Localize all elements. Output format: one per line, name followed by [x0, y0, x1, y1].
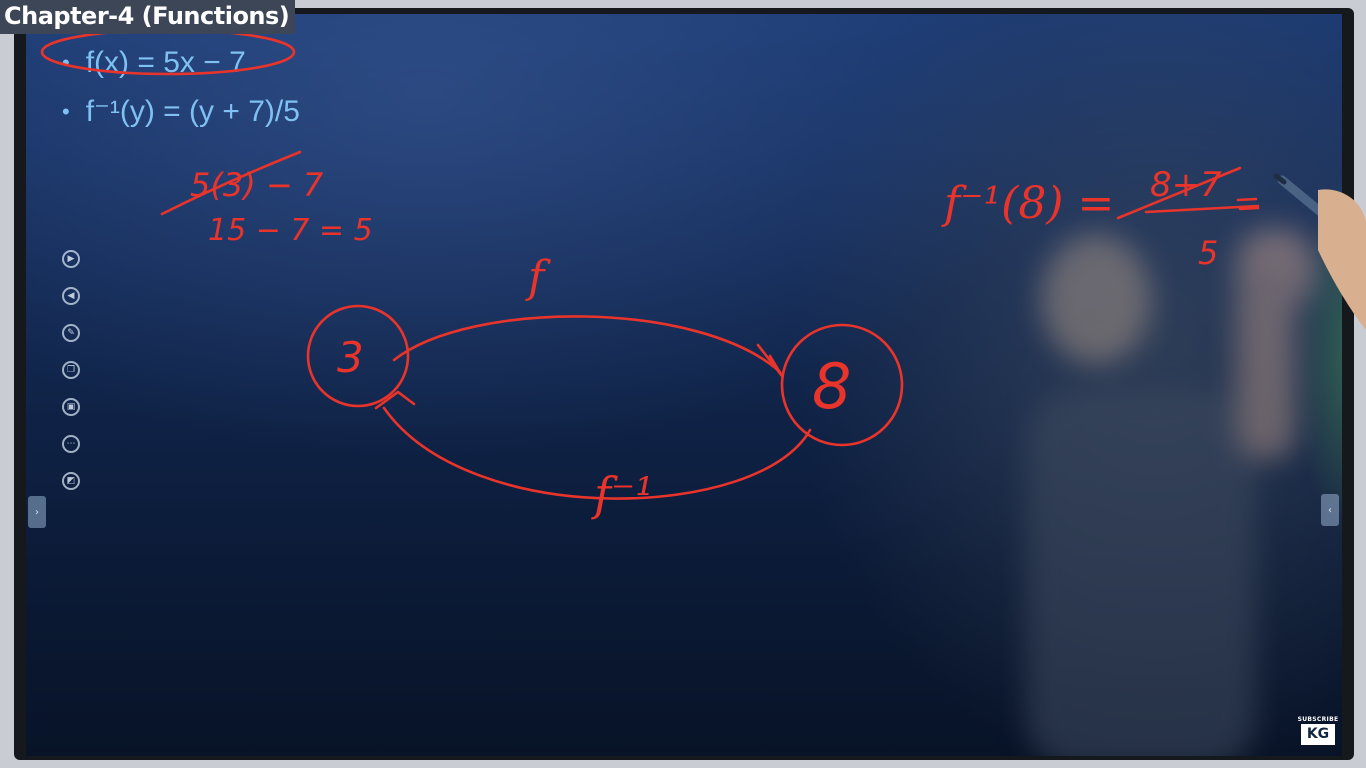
shapes-icon[interactable]: ◩: [62, 472, 80, 490]
fraction-denominator: 5: [1198, 234, 1218, 272]
play-back-icon[interactable]: ◀: [62, 287, 80, 305]
inverse-arc: [382, 406, 812, 500]
inverse-arrowhead: [374, 390, 416, 410]
smart-board-screen: • f(x) = 5x − 7 • f⁻¹(y) = (y + 7)/5 ▶ ◀…: [26, 14, 1342, 756]
channel-logo[interactable]: SUBSCRIBE KG: [1294, 716, 1342, 748]
annotation-toolbar: ▶ ◀ ✎ ❐ ▣ ⋯ ◩: [62, 250, 84, 490]
pen-icon[interactable]: ✎: [62, 324, 80, 342]
domain-value: 3: [337, 333, 364, 382]
inverse-definition: • f⁻¹(y) = (y + 7)/5: [62, 94, 300, 129]
image-icon[interactable]: ▣: [62, 398, 80, 416]
right-panel-toggle[interactable]: ‹: [1321, 494, 1339, 526]
equals-marks: [1236, 197, 1260, 211]
bullet: •: [62, 98, 70, 124]
domain-circle: [306, 304, 410, 408]
codomain-value: 8: [812, 350, 851, 423]
subscribe-label: SUBSCRIBE: [1297, 716, 1339, 723]
inverse-eval: f⁻¹(8) =: [941, 178, 1114, 229]
kg-logo: KG: [1300, 724, 1336, 745]
chapter-title: Chapter-4 (Functions): [0, 0, 296, 34]
teacher-reflection: [1026, 229, 1316, 756]
fraction-bar: [1144, 204, 1260, 214]
codomain-circle: [780, 323, 904, 447]
more-icon[interactable]: ⋯: [62, 435, 80, 453]
numerator-strike: [1116, 166, 1242, 220]
fraction-numerator: 8+7: [1150, 165, 1222, 205]
play-forward-icon[interactable]: ▶: [62, 250, 80, 268]
copy-icon[interactable]: ❐: [62, 361, 80, 379]
inverse-label: f⁻¹: [591, 467, 654, 521]
left-panel-toggle[interactable]: ›: [28, 496, 46, 528]
calc-line1: 5(3) − 7: [190, 166, 324, 204]
bullet: •: [62, 50, 70, 75]
formula-f-inverse: f⁻¹(y) = (y + 7)/5: [85, 95, 300, 128]
calc-strike: [160, 150, 302, 216]
forward-arrowhead: [756, 343, 784, 378]
forward-arc: [392, 315, 782, 374]
calc-line2: 15 − 7 = 5: [208, 213, 373, 248]
